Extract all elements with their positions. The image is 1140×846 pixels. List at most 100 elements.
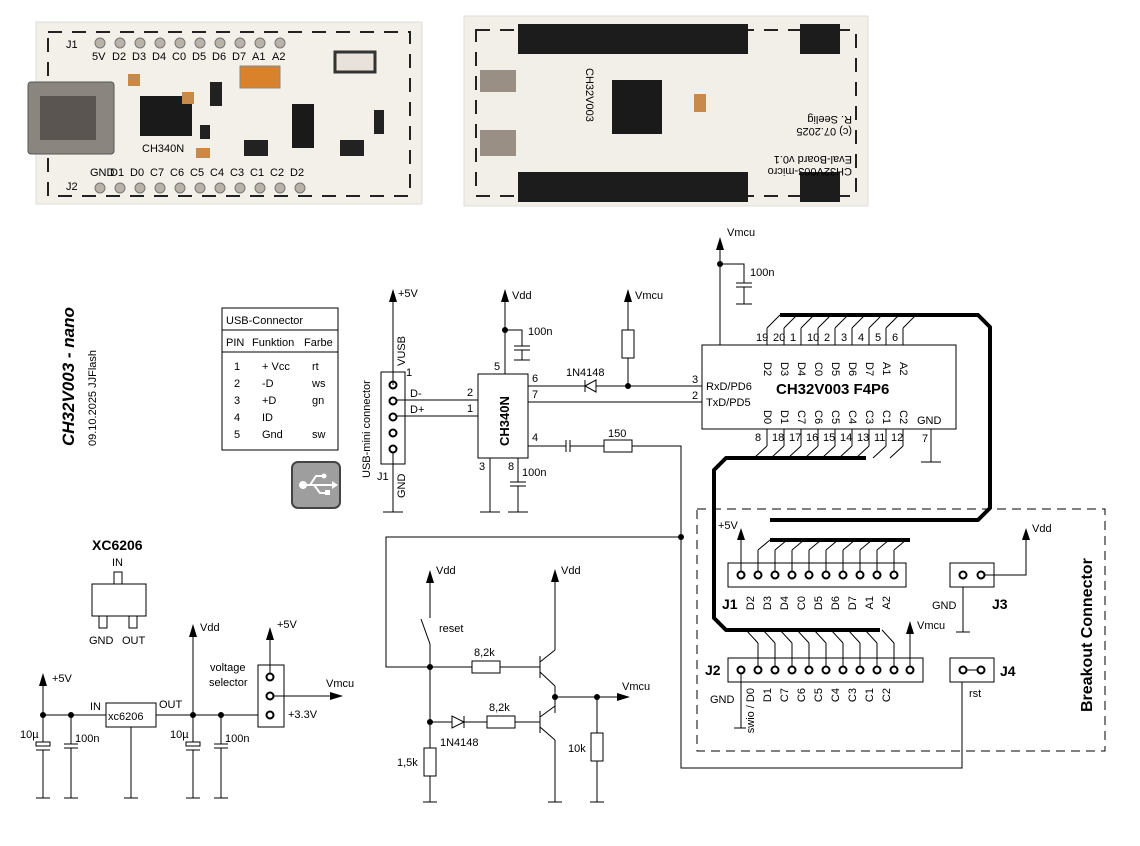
resistor-150 — [603, 439, 633, 453]
usb-connector-ref: J1 — [377, 471, 389, 483]
vusb-label: VUSB — [396, 336, 408, 366]
header-pin-photo — [274, 37, 286, 49]
supply-arrow-icon — [624, 289, 632, 302]
ch340-name: CH340N — [497, 396, 512, 446]
breakout-pin — [838, 570, 848, 580]
mcu-pin-number: 13 — [857, 432, 869, 444]
supply-arrow-icon — [716, 237, 724, 250]
header-pin-photo — [294, 182, 306, 194]
mcu-pin-number: 18 — [772, 432, 784, 444]
usb-table-header: Farbe — [304, 337, 333, 349]
regulator-vdd: Vdd — [200, 622, 220, 634]
mcu-pin-number: 19 — [756, 332, 768, 344]
pin-number: 7 — [532, 389, 538, 401]
selector-3v3: +3.3V — [288, 709, 318, 721]
photo-pin-label: C3 — [230, 167, 244, 179]
regulator-out: OUT — [159, 699, 183, 711]
mcu-pin-name: C2 — [897, 410, 909, 424]
photo-pin-label: A2 — [272, 51, 285, 63]
mcu-pin-number: 20 — [773, 332, 785, 344]
supply-arrow-icon — [551, 569, 559, 582]
supply-arrow-icon — [189, 624, 197, 637]
mcu-pin-number: 1 — [790, 332, 796, 344]
breakout-pin — [872, 570, 882, 580]
mcu-pin-name: C6 — [812, 410, 824, 424]
usb-table-cell: 1 — [234, 361, 240, 373]
pin-number: 3 — [692, 374, 698, 386]
pin-number: 3 — [479, 461, 485, 473]
breakout-j2-ref: J2 — [705, 662, 721, 678]
breakout-pin — [804, 570, 814, 580]
breakout-pin — [804, 665, 814, 675]
breakout-pin-label: C2 — [881, 688, 893, 702]
output-arrow-icon — [617, 693, 630, 701]
photo-pin-label: C0 — [172, 51, 186, 63]
mcu-pin-number: 8 — [755, 432, 761, 444]
usb-connector-label: USB-mini connector — [361, 380, 373, 478]
breakout-j1-supply: +5V — [718, 520, 739, 532]
mcu-pin-name: D1 — [778, 410, 790, 424]
photo-pin-label: D4 — [152, 51, 166, 63]
uart-lines: 1N4148 Vmcu 3 2 150 — [528, 289, 963, 769]
cap-c3-label: 10µ — [170, 729, 189, 741]
photo-pin-label: D5 — [192, 51, 206, 63]
header-pin-photo — [234, 37, 246, 49]
ch32v003-mcu: CH32V003 F4P6 RxD/PD6 TxD/PD5 GND 7 19D2… — [701, 227, 992, 632]
pkg-gnd-label: GND — [89, 635, 114, 647]
bus-j2 — [712, 456, 880, 632]
selector-label: selector — [209, 677, 248, 689]
photo-pin-label: 5V — [92, 51, 106, 63]
voltage-selector: +5V Vmcu +3.3V voltage selector — [209, 619, 354, 728]
ch32v003-label-photo: CH32V003 — [583, 68, 595, 122]
mcu-pin-number: 3 — [841, 332, 847, 344]
breakout-pin — [855, 570, 865, 580]
breakout-j3-ref: J3 — [992, 596, 1008, 612]
breakout-pin-label: C0 — [796, 596, 808, 610]
mcu-name: CH32V003 F4P6 — [776, 381, 889, 398]
connector-pin — [388, 428, 398, 438]
reset-r4-label: 10k — [568, 743, 586, 755]
usb-table-cell: + Vcc — [262, 361, 290, 373]
usb-table-cell: ws — [311, 378, 326, 390]
header-pin-photo — [234, 182, 246, 194]
mcu-pin-number: 11 — [874, 432, 885, 444]
reset-r2-label: 8,2k — [489, 702, 510, 714]
header-pin-photo — [194, 182, 206, 194]
reset-switch[interactable] — [420, 618, 431, 645]
breakout-pin-label: C6 — [796, 688, 808, 702]
usb-table-cell: 5 — [234, 429, 240, 441]
breakout-pin-label: C7 — [779, 688, 791, 702]
breakout-pin — [872, 665, 882, 675]
mcu-pin-number: 2 — [824, 332, 830, 344]
usb-table-cell: Gnd — [262, 429, 283, 441]
mcu-pin-name: C0 — [812, 362, 824, 376]
breakout-pin-label: D6 — [830, 596, 842, 610]
supply-arrow-icon — [426, 570, 434, 583]
back-text-line-2: Eval-Board v0.1 — [774, 153, 852, 165]
reset-r3-label: 1,5k — [397, 757, 418, 769]
reset-vdd1: Vdd — [436, 565, 456, 577]
pkg-in-label: IN — [112, 557, 123, 569]
photo-pin-label: D2 — [112, 51, 126, 63]
breakout-pin-label: C4 — [830, 688, 842, 702]
dplus-label: D+ — [410, 404, 424, 416]
supply-arrow-icon — [1022, 528, 1030, 540]
pin-number: 8 — [508, 461, 514, 473]
breakout-j2-supply: Vmcu — [917, 620, 945, 632]
breakout-j3-supply: Vdd — [1032, 523, 1052, 535]
mcu-pin-name: D6 — [846, 362, 858, 376]
breakout-j2-gnd: GND — [710, 694, 735, 706]
breakout-pin-label: D1 — [762, 688, 774, 702]
header-pin-photo — [114, 182, 126, 194]
photo-pin-label: C1 — [250, 167, 264, 179]
photo-j1-label: J1 — [66, 39, 78, 51]
header-pin-photo — [194, 37, 206, 49]
breakout-pin — [787, 570, 797, 580]
mcu-pin-name: C1 — [880, 410, 892, 424]
mcu-pin-name: D5 — [829, 362, 841, 376]
regulator-in: IN — [90, 701, 101, 713]
usb-table-cell: ID — [262, 412, 273, 424]
photo-j2-label: J2 — [66, 181, 78, 193]
breakout-pin — [753, 570, 763, 580]
output-arrow-icon — [330, 692, 343, 700]
